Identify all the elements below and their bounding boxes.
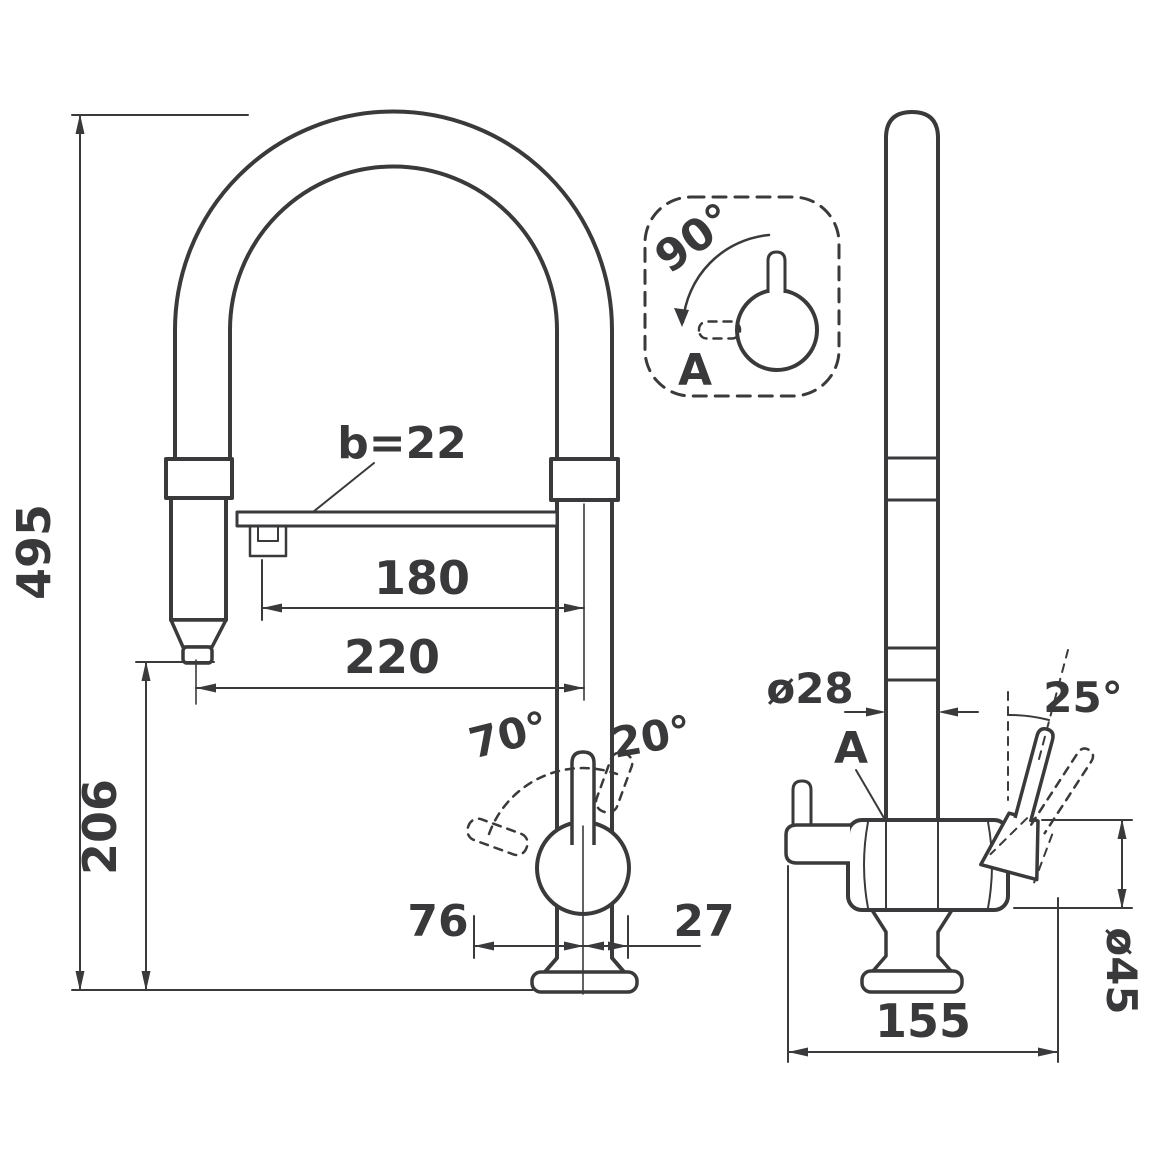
handle-stem bbox=[1013, 727, 1055, 823]
base-plate-front bbox=[530, 970, 639, 994]
mounting-bar bbox=[235, 510, 559, 528]
dim-handle-angle: 25° bbox=[1043, 673, 1122, 722]
dim-offset-left: 76 bbox=[407, 896, 468, 947]
bar-hook bbox=[248, 524, 288, 558]
hose-outer-arc bbox=[173, 109, 614, 464]
side-base-stub bbox=[871, 932, 953, 973]
lever-stem bbox=[570, 750, 596, 845]
front-dimensions: 495 206 180 220 76 27 b=22 bbox=[7, 114, 735, 991]
spray-collar bbox=[164, 457, 234, 500]
detail-view-label: A bbox=[678, 345, 712, 396]
lever-swing-arc bbox=[487, 766, 619, 836]
lever-ghost-right bbox=[594, 751, 634, 814]
side-spout-pipe bbox=[884, 110, 940, 830]
dim-offset-right: 27 bbox=[673, 896, 734, 947]
front-view bbox=[164, 109, 639, 995]
angle-left-label: 70° bbox=[464, 702, 553, 769]
handle-ghost bbox=[1029, 747, 1095, 835]
detail-boundary bbox=[643, 195, 841, 398]
side-dimensions: ø28 25° A ø45 155 bbox=[766, 649, 1146, 1063]
side-view bbox=[784, 110, 1095, 994]
detail-stem bbox=[766, 250, 787, 293]
side-left-block bbox=[784, 823, 850, 865]
side-handle bbox=[979, 727, 1055, 882]
bar-hook-inner bbox=[257, 525, 279, 542]
angle-right-label: 20° bbox=[608, 706, 695, 768]
dim-reach-hose: 220 bbox=[344, 630, 440, 684]
detail-view-a: 90° A bbox=[643, 193, 841, 398]
dim-body-diameter: ø45 bbox=[1097, 927, 1146, 1014]
section-label-a: A bbox=[834, 723, 868, 774]
base-plate-side bbox=[860, 969, 964, 994]
detail-angle-label: 90° bbox=[646, 193, 743, 283]
riser-collar bbox=[549, 457, 620, 502]
dim-reach-spout: 180 bbox=[374, 551, 470, 605]
dim-bar-width: b=22 bbox=[337, 418, 467, 469]
detail-rotation-arc bbox=[681, 233, 771, 324]
dim-height-spray: 206 bbox=[73, 779, 127, 875]
spray-taper bbox=[169, 618, 228, 649]
spray-body bbox=[169, 496, 228, 622]
hose-inner-arc bbox=[228, 164, 559, 464]
detail-stem-ghost bbox=[697, 320, 742, 340]
dim-base-depth: 155 bbox=[875, 994, 971, 1048]
lever-ghost-left bbox=[466, 817, 529, 857]
spray-nozzle bbox=[181, 645, 214, 665]
side-left-pipe bbox=[791, 779, 813, 828]
detail-ball bbox=[735, 288, 819, 372]
dim-pipe-diameter: ø28 bbox=[766, 664, 853, 713]
dim-height-total: 495 bbox=[7, 504, 61, 600]
